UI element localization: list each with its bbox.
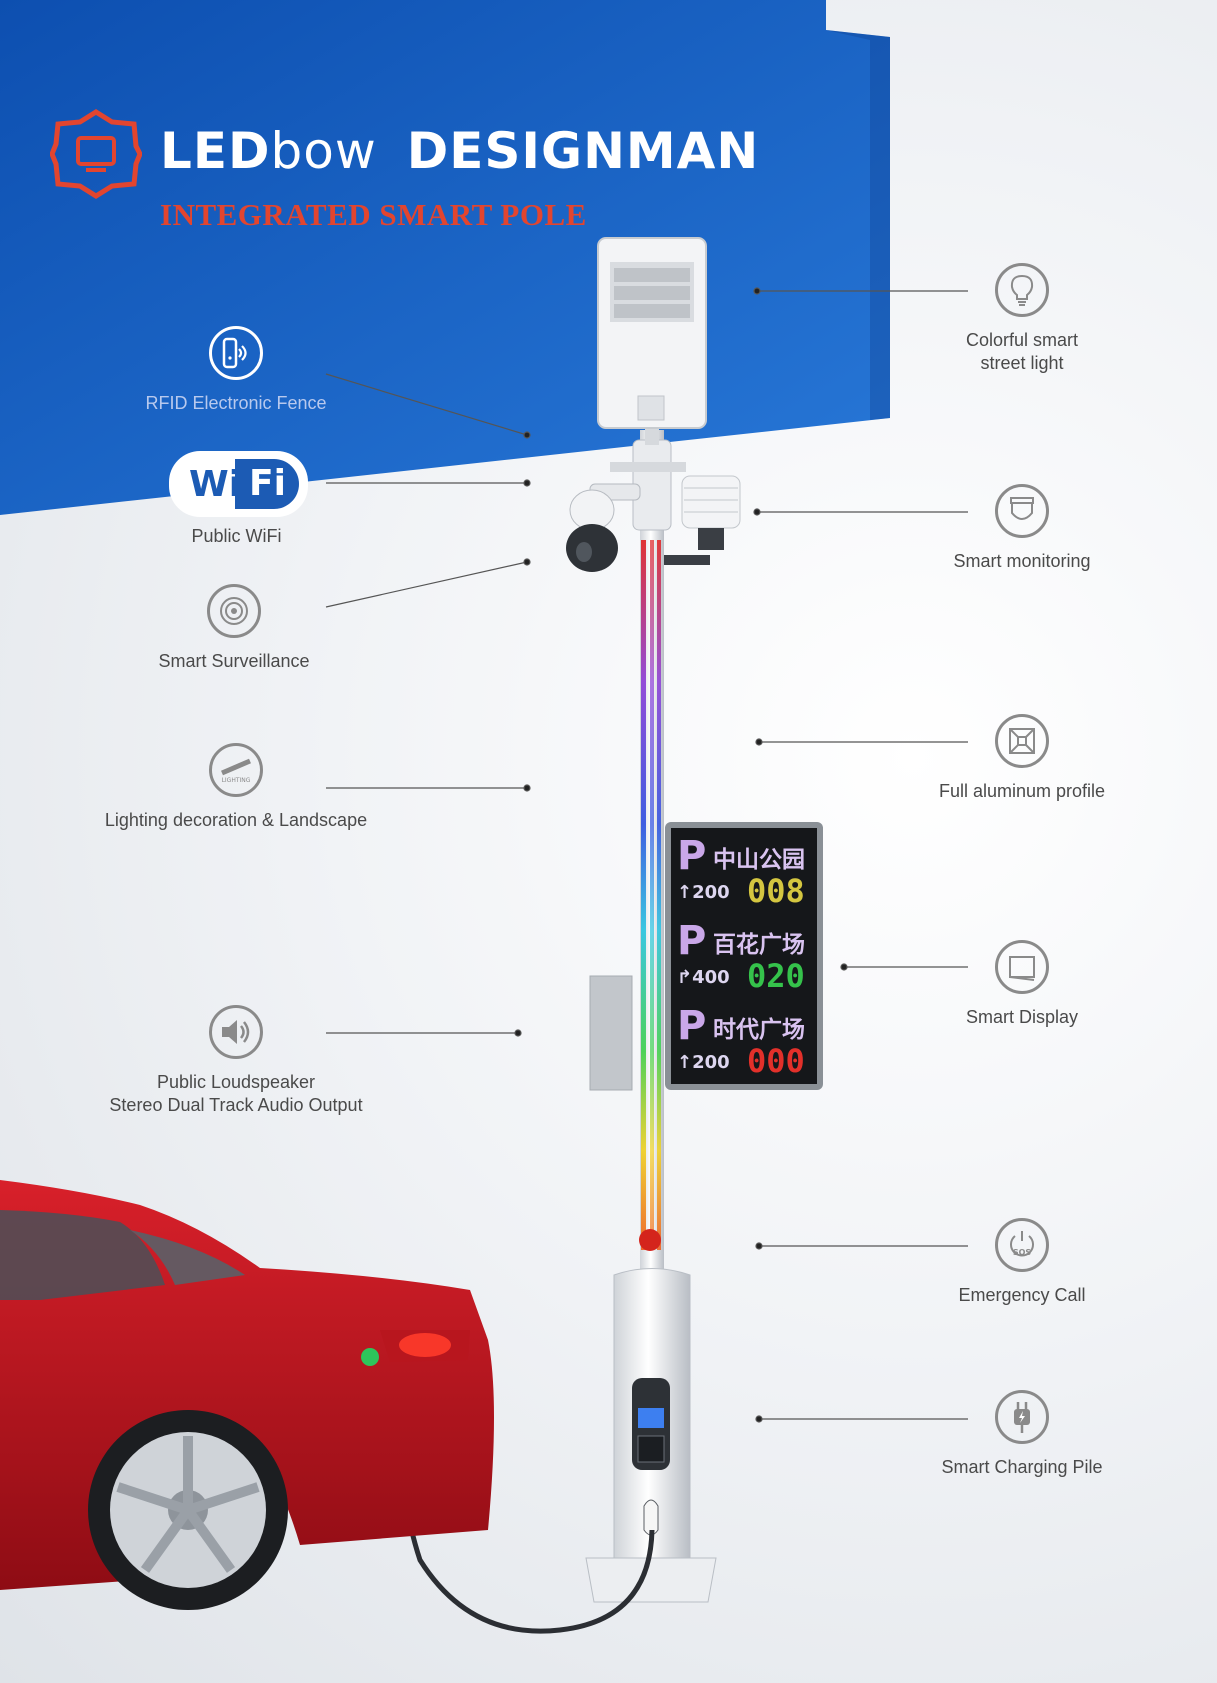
aluminum-profile-icon: [995, 714, 1049, 768]
camera-lens-icon: [207, 584, 261, 638]
feature-lighting: LIGHTING Lighting decoration & Landscape: [86, 743, 386, 832]
led-row-distance: ↑200: [677, 882, 730, 903]
feature-charging: Smart Charging Pile: [872, 1390, 1172, 1479]
feature-loudspeaker: Public Loudspeaker Stereo Dual Track Aud…: [86, 1005, 386, 1117]
feature-label-loudspeaker: Public Loudspeaker Stereo Dual Track Aud…: [109, 1072, 363, 1115]
feature-label-wifi: Public WiFi: [191, 526, 282, 546]
sos-icon-text: SOS: [1013, 1248, 1032, 1257]
feature-label-lighting: Lighting decoration & Landscape: [104, 810, 368, 830]
wifi-badge-left: Wi: [189, 464, 242, 505]
feature-emergency: SOS Emergency Call: [872, 1218, 1172, 1307]
led-row-symbol: P: [677, 918, 707, 964]
feature-display: Smart Display: [872, 940, 1172, 1029]
feature-monitoring: Smart monitoring: [872, 484, 1172, 573]
ledbow-logo-icon: [50, 109, 142, 199]
feature-label-aluminum: Full aluminum profile: [938, 781, 1106, 801]
feature-aluminum: Full aluminum profile: [872, 714, 1172, 803]
leader-line-rfid: [325, 373, 528, 436]
feature-label-emergency: Emergency Call: [958, 1285, 1086, 1305]
car-tail-light: [399, 1333, 451, 1357]
wifi-badge-right: Fi: [235, 459, 299, 509]
led-row-name: 百花广场: [713, 932, 805, 958]
wifi-badge-icon: Wi Fi: [171, 453, 306, 515]
car-window: [0, 1210, 165, 1300]
page-subtitle: INTEGRATED SMART POLE: [160, 197, 587, 232]
rainbow-light-strip: [641, 540, 646, 1250]
feature-label-monitoring: Smart monitoring: [953, 551, 1091, 571]
feature-label-charging: Smart Charging Pile: [941, 1457, 1103, 1477]
sos-icon: SOS: [995, 1218, 1049, 1272]
lighting-icon: LIGHTING: [209, 743, 263, 797]
leader-line-surveillance: [325, 561, 528, 608]
feature-label-rfid: RFID Electronic Fence: [145, 393, 327, 413]
led-row-distance: ↑200: [677, 1052, 730, 1073]
led-row-count: 008: [747, 872, 805, 910]
display-icon: [995, 940, 1049, 994]
led-row-distance: ↱400: [677, 967, 730, 988]
brand-bow: bow: [270, 122, 377, 180]
led-row-symbol: P: [677, 1003, 707, 1049]
monitoring-icon: [995, 484, 1049, 538]
led-row-count: 000: [747, 1042, 805, 1080]
speaker-icon: [209, 1005, 263, 1059]
brand-designman: DESIGNMAN: [406, 122, 760, 180]
led-row-name: 时代广场: [713, 1017, 805, 1043]
lighting-icon-text: LIGHTING: [222, 777, 251, 784]
emergency-button: [639, 1229, 661, 1251]
speaker-box: [589, 975, 633, 1091]
charging-port: [361, 1348, 379, 1366]
feature-label-streetlight: Colorful smart street light: [965, 330, 1079, 373]
brand-name: LEDbow DESIGNMAN: [160, 122, 759, 180]
feature-label-surveillance: Smart Surveillance: [158, 651, 310, 671]
feature-label-display: Smart Display: [965, 1007, 1079, 1027]
rfid-icon: [209, 326, 263, 380]
brand-led: LED: [160, 122, 271, 180]
feature-streetlight: Colorful smart street light: [872, 263, 1172, 375]
light-bulb-icon: [995, 263, 1049, 317]
feature-rfid: RFID Electronic Fence: [86, 326, 386, 415]
led-row-count: 020: [747, 957, 805, 995]
dome-camera: [566, 524, 618, 572]
charging-plug-icon: [995, 1390, 1049, 1444]
weather-sensor: [681, 475, 741, 529]
led-row-symbol: P: [677, 833, 707, 879]
feature-surveillance: Smart Surveillance: [84, 584, 384, 673]
led-row-name: 中山公园: [713, 847, 805, 873]
